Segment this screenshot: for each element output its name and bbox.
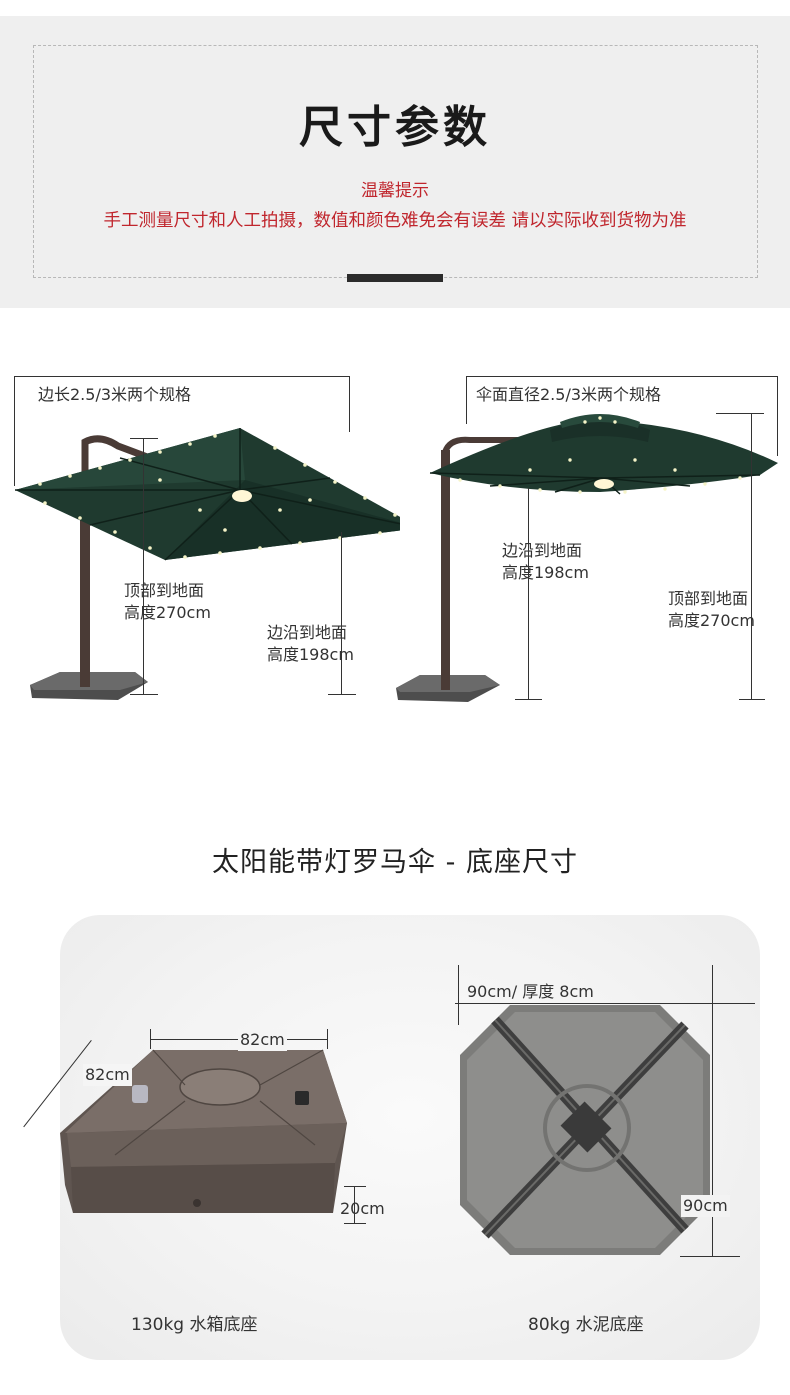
square-side-bracket-top: [14, 376, 350, 377]
round-umbrella-arm: [442, 436, 605, 454]
water-width-cap-right: [327, 1029, 328, 1049]
round-edge-height-label-2: 高度198cm: [502, 563, 589, 582]
square-side-bracket-left: [14, 376, 15, 486]
water-tank-base-center-cap: [179, 1068, 261, 1106]
round-umbrella-pole: [441, 450, 450, 690]
notice-text: 手工测量尺寸和人工拍摄，数值和颜色难免会有误差 请以实际收到货物为准: [103, 211, 687, 231]
round-edge-height-label-1: 边沿到地面: [502, 541, 583, 560]
round-diameter-bracket-right: [777, 376, 778, 456]
round-top-height-label-2: 高度270cm: [668, 611, 755, 630]
square-edge-height-label-2: 高度198cm: [267, 645, 354, 664]
cement-side-label: 90cm: [681, 1195, 730, 1217]
round-top-height-line: [751, 413, 752, 699]
water-depth-label: 82cm: [83, 1064, 132, 1086]
round-umbrella-center-light: [594, 479, 614, 489]
round-diameter-bracket-top: [466, 376, 778, 377]
base-section-title: 太阳能带灯罗马伞 - 底座尺寸: [212, 847, 578, 878]
round-top-height-label-1: 顶部到地面: [668, 589, 749, 608]
water-tank-base-illustration: [60, 1049, 347, 1213]
cement-base-caption: 80kg 水泥底座: [528, 1315, 644, 1335]
square-umbrella-arm: [81, 435, 242, 496]
cement-base-illustration: [460, 1005, 710, 1255]
square-top-height-label-1: 顶部到地面: [124, 581, 205, 600]
notice-title: 温馨提示: [361, 181, 429, 201]
title-underline-bar: [347, 274, 443, 282]
round-edge-height-line: [528, 488, 529, 699]
round-top-height-cap-top: [716, 413, 764, 414]
water-height-cap-bottom: [344, 1223, 366, 1224]
square-top-height-cap-top: [130, 438, 158, 439]
header-dashed-frame: [33, 45, 758, 278]
round-umbrella-canopy: [430, 419, 778, 492]
round-diameter-label: 伞面直径2.5/3米两个规格: [476, 385, 662, 404]
round-edge-height-cap-bottom: [515, 699, 542, 700]
water-height-cap-top: [344, 1186, 366, 1187]
cement-side-cap-bottom: [680, 1256, 740, 1257]
water-tank-base-caption: 130kg 水箱底座: [131, 1315, 258, 1335]
water-height-label: 20cm: [340, 1199, 385, 1218]
square-side-bracket-right: [349, 376, 350, 432]
square-top-height-cap-bottom: [130, 694, 158, 695]
cement-top-label: 90cm/ 厚度 8cm: [467, 982, 594, 1001]
round-top-height-cap-bottom: [739, 699, 765, 700]
round-diameter-bracket-left: [466, 376, 467, 424]
square-side-label: 边长2.5/3米两个规格: [38, 385, 192, 404]
cement-side-line: [712, 1025, 713, 1257]
square-edge-height-label-1: 边沿到地面: [267, 623, 348, 642]
round-umbrella-vent-top: [550, 419, 650, 442]
square-umbrella-center-light: [232, 490, 252, 502]
water-height-line: [354, 1186, 355, 1224]
water-width-label: 82cm: [238, 1029, 287, 1051]
water-tank-base-label-sticker: [132, 1085, 148, 1103]
cement-top-line: [455, 1003, 755, 1004]
header-band: [0, 16, 790, 308]
square-edge-height-line: [341, 532, 342, 695]
square-umbrella-illustration: [15, 428, 400, 700]
water-tank-base-sticker: [295, 1091, 309, 1105]
square-umbrella-pole: [80, 475, 90, 687]
square-top-height-line: [143, 438, 144, 694]
square-edge-height-cap-bottom: [328, 694, 356, 695]
page-title: 尺寸参数: [299, 102, 491, 153]
square-top-height-label-2: 高度270cm: [124, 603, 211, 622]
cement-base-center-ring: [543, 1084, 631, 1172]
water-width-cap-left: [150, 1029, 151, 1049]
cement-top-cap-left: [458, 965, 459, 1025]
round-umbrella-illustration: [396, 414, 778, 702]
cement-top-cap-right: [712, 965, 713, 1025]
